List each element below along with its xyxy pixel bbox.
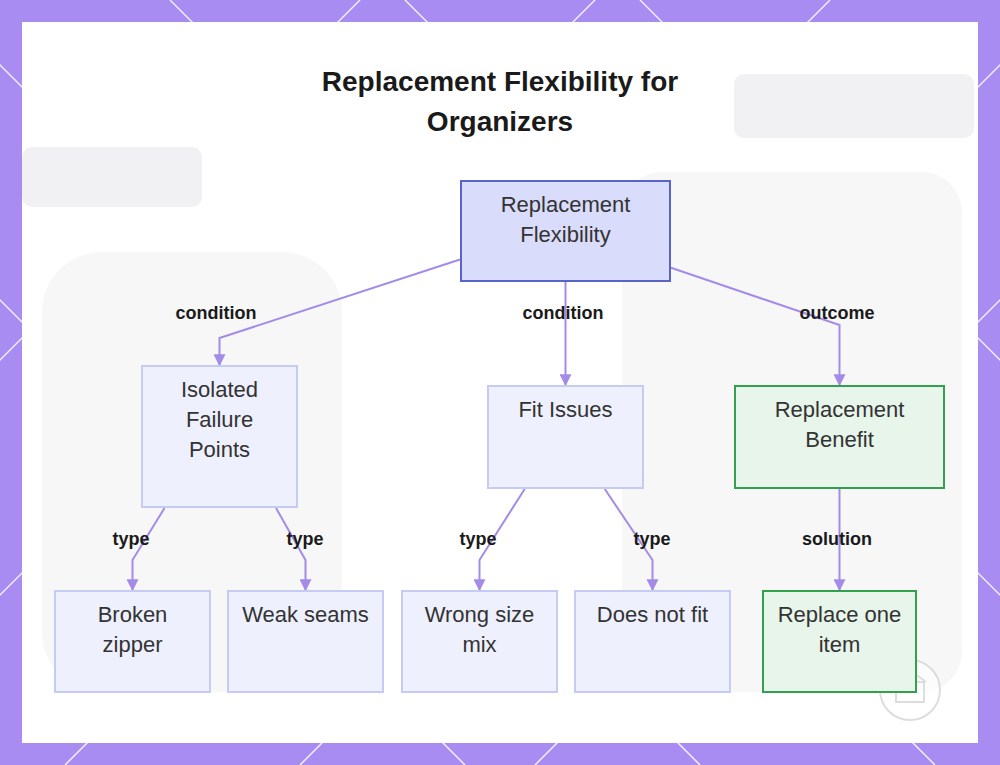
edge-label: condition (523, 303, 604, 324)
backdrop-shape (734, 74, 974, 138)
outcome-box: Replacement Benefit (734, 385, 945, 489)
diagram-title: Replacement Flexibility for Organizers (285, 62, 715, 142)
backdrop-shape (22, 147, 202, 207)
type-box: Broken zipper (54, 590, 211, 693)
node-text: Weak seams (239, 600, 372, 630)
type-box: Wrong size mix (401, 590, 558, 693)
node-text: Fit Issues (499, 395, 632, 425)
node-text: Wrong size mix (413, 600, 546, 660)
node-text: Isolated Failure Points (153, 375, 286, 465)
condition-box: Isolated Failure Points (141, 365, 298, 508)
edge-label: solution (802, 529, 872, 550)
node-text: Replace one item (774, 600, 905, 660)
connector-arrow (671, 268, 840, 385)
node-text: Broken zipper (66, 600, 199, 660)
node-text: Replacement Flexibility (472, 190, 659, 250)
connector-arrow (133, 508, 165, 590)
edge-label: type (112, 529, 149, 550)
node-text: Does not fit (586, 600, 719, 630)
connector-arrow (565, 282, 567, 385)
type-box: Does not fit (574, 590, 731, 693)
connector-arrow (276, 508, 305, 590)
condition-box: Fit Issues (487, 385, 644, 489)
node-text: Replacement Benefit (746, 395, 933, 455)
edge-label: type (633, 529, 670, 550)
edge-label: type (459, 529, 496, 550)
edge-label: type (286, 529, 323, 550)
root-box: Replacement Flexibility (460, 180, 671, 282)
solution-box: Replace one item (762, 590, 917, 693)
edge-label: condition (176, 303, 257, 324)
edge-label: outcome (799, 303, 874, 324)
type-box: Weak seams (227, 590, 384, 693)
